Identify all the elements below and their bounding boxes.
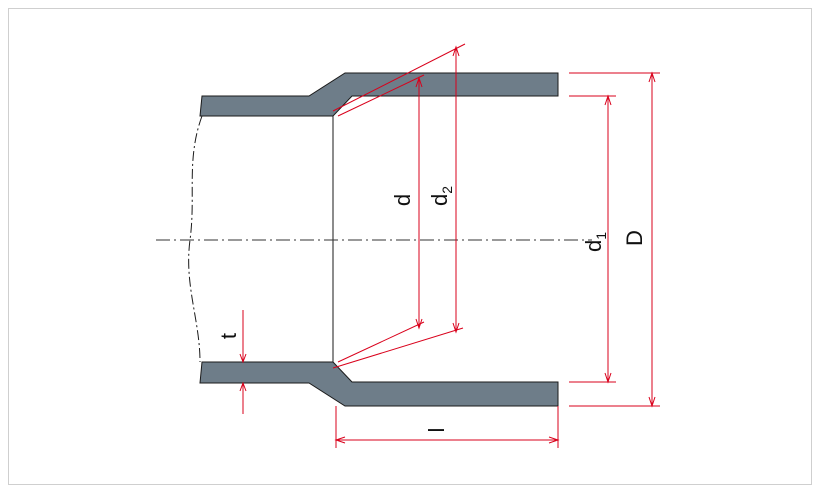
d1-arrow-top: [604, 94, 612, 106]
label-t: t: [216, 333, 241, 339]
label-d2-sub: 2: [439, 186, 455, 194]
diagram-frame: [8, 8, 812, 485]
label-l: l: [424, 428, 449, 433]
d-arrow-top: [415, 76, 423, 88]
D-arrow-bottom: [648, 396, 656, 408]
d2-arrow-bottom: [452, 322, 460, 334]
label-d2-main: d: [427, 194, 452, 206]
label-d1-main: d: [581, 240, 606, 252]
break-line: [188, 115, 203, 363]
l-arrow-right: [548, 436, 560, 444]
label-d1-sub: 1: [593, 232, 609, 240]
label-D: D: [622, 230, 647, 246]
t-arrow-bottom: [239, 381, 247, 392]
D-arrow-top: [648, 71, 656, 83]
upper-wall: [199, 72, 559, 117]
d2-arrow-top: [452, 45, 460, 57]
lower-wall: [199, 361, 559, 407]
d-arrow-bottom: [415, 318, 423, 330]
d-extension-top: [337, 74, 425, 117]
d-extension-bottom: [337, 321, 425, 363]
d2-extension-bottom: [332, 327, 464, 369]
d1-arrow-bottom: [604, 372, 612, 384]
dimension-labels: d d2 d1 D t l: [216, 186, 647, 433]
label-d1: d1: [581, 232, 609, 252]
dimensions: [239, 43, 660, 448]
l-arrow-left: [334, 436, 346, 444]
label-d2: d2: [427, 186, 455, 206]
label-d: d: [390, 194, 415, 206]
d2-extension-top: [332, 43, 466, 112]
pipe-walls: [199, 72, 559, 407]
t-arrow-top: [239, 353, 247, 364]
